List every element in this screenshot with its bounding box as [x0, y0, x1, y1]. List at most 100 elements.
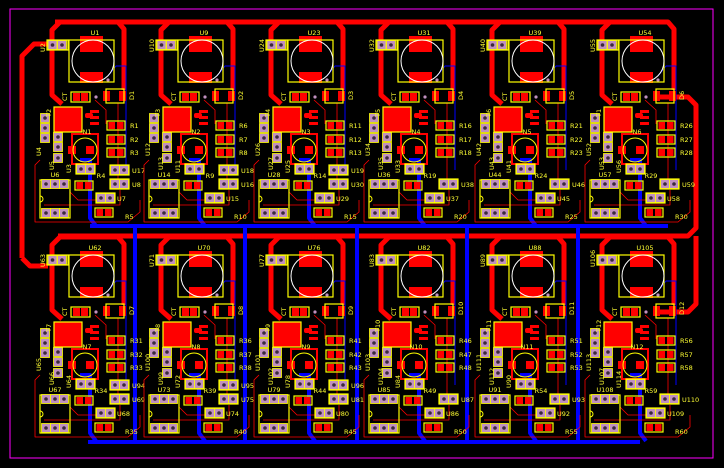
component-label: U91 [488, 386, 501, 394]
pin-hole [56, 371, 60, 375]
n-pad [397, 361, 405, 369]
diode-pad [228, 306, 235, 316]
resistor-pad [336, 364, 343, 371]
header-outline [535, 407, 556, 419]
via [215, 78, 219, 82]
capacitor-pad [631, 308, 638, 316]
n-circle [72, 137, 98, 163]
component-label: R30 [675, 213, 688, 221]
resistor-pad [545, 209, 552, 216]
n-pad [305, 361, 313, 369]
n-pad [508, 361, 516, 369]
header-outline [596, 39, 619, 51]
pin-hole [272, 211, 276, 215]
thin-trace [153, 405, 230, 421]
component-label: D1 [128, 91, 136, 100]
component-label: R52 [570, 351, 583, 359]
component-label: D12 [678, 302, 686, 315]
sot-pad [635, 113, 643, 118]
component-label: N7 [83, 343, 92, 351]
pin-hole [372, 136, 376, 140]
resistor-pad [336, 351, 343, 358]
header-outline [328, 379, 349, 391]
resistor-pad [516, 397, 523, 404]
pin-hole [262, 351, 266, 355]
capacitor-pad [182, 308, 189, 316]
pin-hole [519, 382, 523, 386]
pin-hole [437, 196, 441, 200]
component-label: U67 [48, 386, 61, 394]
sot-pad [309, 325, 318, 328]
resistor-outline [183, 180, 203, 191]
thin-trace [153, 190, 230, 206]
resistor-pad [557, 337, 564, 344]
component-label: U82 [417, 244, 430, 252]
resistor-outline [423, 207, 443, 218]
pin-hole [483, 331, 487, 335]
component-label: U1 [91, 29, 100, 37]
via [325, 78, 329, 82]
via [215, 293, 219, 297]
component-label: R55 [565, 428, 578, 436]
header-outline [549, 393, 570, 405]
resistor-outline [656, 134, 676, 145]
inductor-pad [630, 287, 653, 298]
capacitor-outline [620, 306, 641, 318]
pin-hole [502, 426, 506, 430]
resistor-pad [437, 351, 444, 358]
pin-hole [44, 211, 48, 215]
resistor-pad [655, 424, 662, 431]
n-pad [287, 361, 295, 369]
header-outline [625, 378, 646, 390]
n-circle [512, 352, 538, 378]
resistor-outline [403, 395, 423, 406]
pin-hole [483, 351, 487, 355]
header-outline [95, 407, 116, 419]
resistor-outline [435, 120, 455, 131]
resistor-pad [626, 182, 633, 189]
loop-trace [599, 19, 677, 106]
component-label: R34 [95, 387, 108, 395]
inductor-circle [400, 39, 444, 83]
pin-hole [153, 426, 157, 430]
header-outline [204, 192, 225, 204]
loop-trace [268, 234, 346, 321]
component-label: R32 [130, 351, 143, 359]
diode-pad [338, 91, 345, 101]
component-label: CT [501, 92, 509, 101]
resistor-outline [325, 335, 345, 346]
pin-hole [493, 426, 497, 430]
component-label: R8 [239, 149, 248, 157]
pin-hole [483, 126, 487, 130]
inductor-pad [80, 36, 103, 52]
component-label: T6 [485, 109, 493, 118]
resistor-outline [313, 422, 333, 433]
component-label: U57 [598, 171, 611, 179]
transistor-pad [272, 321, 302, 348]
resistor-pad [315, 209, 322, 216]
component-label: U112 [488, 368, 496, 385]
thin-trace [143, 159, 250, 223]
component-label: U31 [417, 29, 430, 37]
pin-hole [262, 126, 266, 130]
inductor-pad [409, 36, 432, 52]
resistor-outline [203, 422, 223, 433]
pin-hole [208, 411, 212, 415]
header-outline [486, 254, 509, 266]
component-label: U88 [528, 244, 541, 252]
resistor-pad [217, 351, 224, 358]
sot-pad [194, 328, 202, 333]
n-circle [401, 137, 427, 163]
component-label: U93 [572, 396, 585, 404]
resistor-pad [658, 136, 665, 143]
resistor-pad [327, 122, 334, 129]
n-pad [415, 361, 423, 369]
resistor-pad [76, 397, 83, 404]
pin-hole [382, 182, 386, 186]
component-label: U43 [488, 157, 496, 170]
pin-hole [385, 156, 389, 160]
